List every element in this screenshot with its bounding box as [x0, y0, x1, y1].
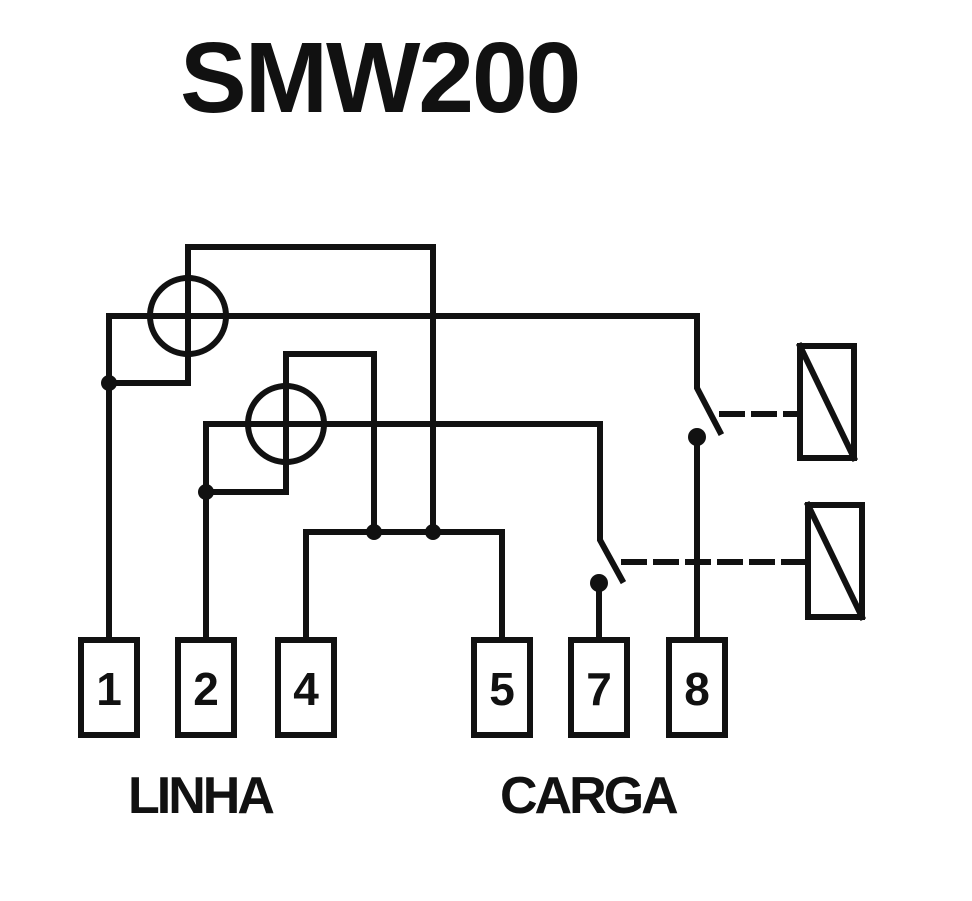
junction-dot	[101, 375, 117, 391]
diagram-title: SMW200	[180, 22, 581, 134]
terminal-box-8	[666, 637, 728, 738]
relay-coil-lower	[805, 502, 865, 620]
coil-sensor-lower	[245, 383, 327, 465]
terminal-number-5: 5	[489, 663, 515, 715]
relay-coil-upper	[797, 343, 857, 461]
terminal-box-5	[471, 637, 533, 738]
line-group-label: LINHA	[128, 767, 275, 825]
terminal-box-2	[175, 637, 237, 738]
terminal-box-7	[568, 637, 630, 738]
terminal-number-8: 8	[684, 663, 710, 715]
junction-dot	[198, 484, 214, 500]
relay-coil-upper-diagonal	[795, 341, 859, 463]
contact-pivot-lower	[590, 574, 608, 592]
contact-pivot-upper	[688, 428, 706, 446]
terminal-number-2: 2	[193, 663, 219, 715]
terminal-box-4	[275, 637, 337, 738]
terminal-number-1: 1	[96, 663, 122, 715]
terminal-number-4: 4	[293, 663, 319, 715]
coil-sensor-upper	[147, 275, 229, 357]
terminal-number-7: 7	[586, 663, 612, 715]
junction-dot	[425, 524, 441, 540]
wire-common-bus	[303, 529, 505, 643]
relay-coil-lower-diagonal	[803, 500, 867, 622]
terminal-box-1	[78, 637, 140, 738]
junction-dot	[366, 524, 382, 540]
load-group-label: CARGA	[500, 767, 679, 825]
